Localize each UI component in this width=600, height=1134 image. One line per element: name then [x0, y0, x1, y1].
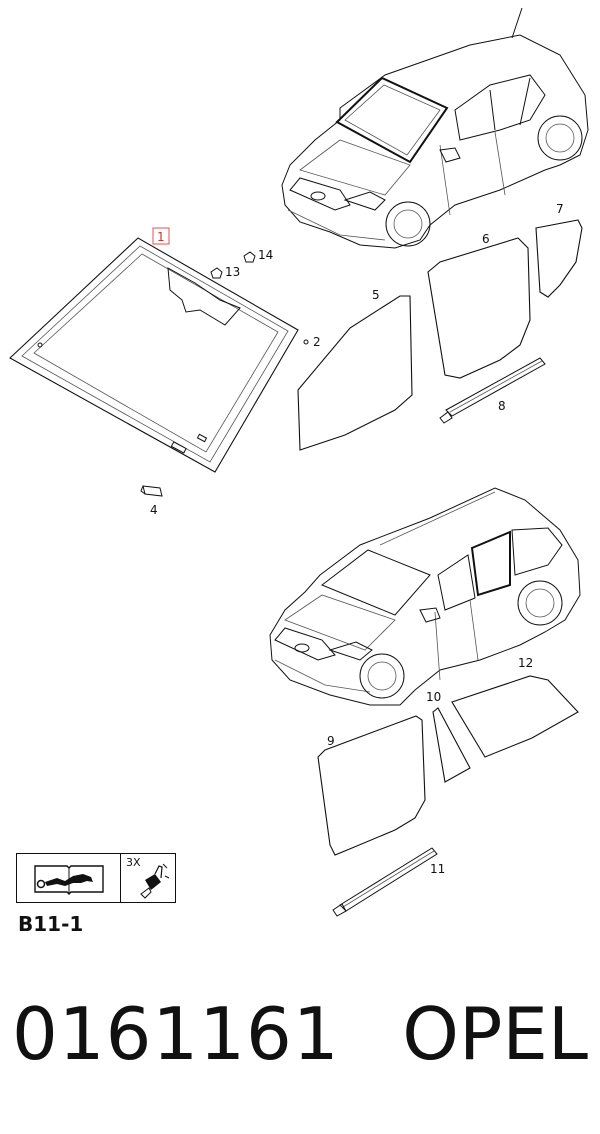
hatchback-car-illustration — [281, 7, 589, 249]
callout-10: 10 — [426, 690, 441, 704]
clip-part — [303, 339, 309, 345]
callout-14: 14 — [258, 248, 273, 262]
adhesive-cartridge-icon — [140, 863, 170, 899]
callout-11: 11 — [430, 862, 445, 876]
adhesive-cartridge-icon-box: 3X — [120, 853, 176, 903]
seal-strip-wagon — [332, 847, 438, 917]
callout-1: 1 — [157, 230, 165, 244]
windshield-glass[interactable] — [9, 237, 299, 473]
part-number: 0161161 — [12, 992, 340, 1076]
pad-13-part — [210, 267, 223, 279]
callout-5: 5 — [372, 288, 380, 302]
footer: 0161161 OPEL — [0, 992, 600, 1092]
callout-13: 13 — [225, 265, 240, 279]
front-door-glass-hatch[interactable] — [297, 295, 413, 451]
rear-door-glass-hatch[interactable] — [427, 237, 531, 379]
callout-6: 6 — [482, 232, 490, 246]
callout-2: 2 — [313, 335, 321, 349]
front-door-glass-wagon[interactable] — [317, 715, 426, 856]
sensor-bracket-part — [140, 485, 163, 497]
glue-count-label: 3X — [126, 856, 141, 869]
repair-manual-icon-box — [16, 853, 122, 903]
repair-manual-icon — [34, 865, 104, 895]
quarter-glass-hatch[interactable] — [535, 219, 583, 298]
callout-8: 8 — [498, 399, 506, 413]
wagon-car-illustration — [269, 487, 581, 706]
quarter-glass-wagon[interactable] — [451, 675, 579, 758]
sheet-code: B11-1 — [18, 912, 84, 936]
callout-9: 9 — [327, 734, 335, 748]
seal-strip-hatch — [439, 357, 546, 424]
pad-14-part — [243, 251, 256, 263]
callout-7: 7 — [556, 202, 564, 216]
callout-4: 4 — [150, 503, 158, 517]
callout-1-box — [152, 227, 170, 245]
callout-12: 12 — [518, 656, 533, 670]
vent-glass-wagon[interactable] — [432, 707, 471, 783]
brand-name: OPEL — [402, 992, 588, 1076]
